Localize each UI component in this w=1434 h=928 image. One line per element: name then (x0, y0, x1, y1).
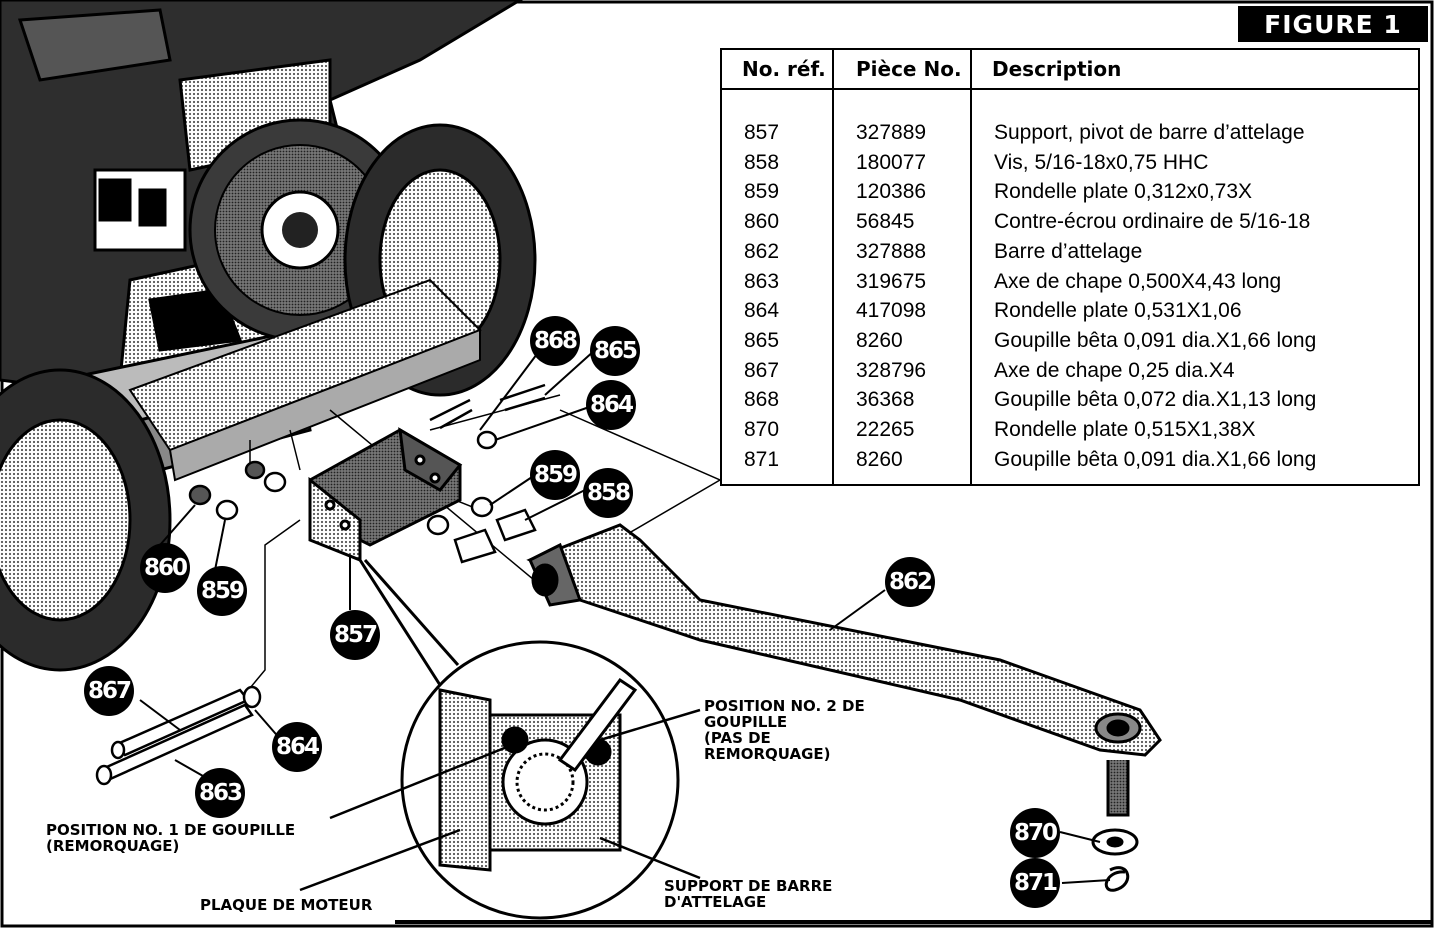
label-line: GOUPILLE (704, 713, 788, 731)
label-line: (REMORQUAGE) (46, 837, 180, 855)
table-cell-part: 319675 (856, 269, 927, 293)
callout-864: 864 (272, 722, 322, 772)
callout-860: 860 (140, 543, 190, 593)
table-cell-part: 417098 (856, 299, 927, 323)
table-cell-part: 328796 (856, 358, 927, 382)
table-cell-part: 327889 (856, 121, 927, 144)
label-pin-position-1: POSITION NO. 1 DE GOUPILLE (REMORQUAGE) (46, 822, 295, 854)
label-hitch-bracket: SUPPORT DE BARRE D'ATTELAGE (664, 878, 832, 910)
label-line: D'ATTELAGE (664, 893, 767, 911)
table-cell-desc: Rondelle plate 0,515X1,38X (994, 418, 1256, 441)
callout-859: 859 (197, 566, 247, 616)
table-cell-ref: 857 (744, 121, 780, 144)
table-header: No. réf. Pièce No. Description (722, 50, 1418, 90)
table-cell-ref: 863 (744, 269, 780, 293)
table-cell-part: 327888 (856, 239, 927, 263)
callout-871: 871 (1010, 858, 1060, 908)
table-cell-desc: Vis, 5/16-18x0,75 HHC (994, 150, 1209, 174)
table-cell-desc: Axe de chape 0,25 dia.X4 (994, 358, 1235, 382)
table-cell-part: 56845 (856, 210, 915, 234)
table-cell-ref: 870 (744, 418, 780, 441)
callout-867: 867 (84, 666, 134, 716)
hitch-bar (526, 523, 1162, 892)
header-ref: No. réf. (742, 57, 826, 81)
table-cell-desc: Support, pivot de barre d’attelage (994, 121, 1305, 144)
table-cell-desc: Rondelle plate 0,312x0,73X (994, 180, 1253, 204)
callout-857: 857 (330, 610, 380, 660)
table-cell-ref: 858 (744, 150, 780, 174)
table-cell-desc: Goupille bêta 0,091 dia.X1,66 long (994, 447, 1317, 471)
callout-862: 862 (885, 557, 935, 607)
table-cell-ref: 864 (744, 299, 780, 323)
label-line: (PAS DE (704, 729, 771, 747)
label-line: POSITION NO. 1 DE GOUPILLE (46, 821, 296, 839)
table-cell-part: 180077 (856, 150, 927, 174)
table-cell-ref: 871 (744, 447, 780, 471)
table-cell-ref: 868 (744, 388, 780, 412)
figure-title: FIGURE 1 (1238, 6, 1428, 42)
label-line: PLAQUE DE MOTEUR (200, 896, 373, 914)
table-cell-desc: Barre d’attelage (994, 239, 1143, 263)
table-cell-desc: Contre-écrou ordinaire de 5/16-18 (994, 210, 1311, 234)
hitch-bracket (308, 427, 463, 563)
callout-858: 858 (583, 468, 633, 518)
label-pin-position-2: POSITION NO. 2 DE GOUPILLE (PAS DE REMOR… (704, 698, 865, 762)
column-divider (970, 50, 972, 484)
engine-plate (128, 278, 482, 482)
table-cell-ref: 862 (744, 239, 780, 263)
callout-864: 864 (586, 380, 636, 430)
label-line: SUPPORT DE BARRE (664, 877, 833, 895)
callout-863: 863 (195, 768, 245, 818)
table-cell-ref: 867 (744, 358, 780, 382)
table-cell-desc: Rondelle plate 0,531X1,06 (994, 299, 1242, 323)
detail-circle (299, 559, 701, 920)
callout-865: 865 (590, 326, 640, 376)
table-cell-ref: 860 (744, 210, 780, 234)
table-cell-ref: 865 (744, 328, 780, 352)
table-cell-part: 8260 (856, 447, 903, 471)
table-cell-part: 22265 (856, 418, 915, 441)
label-line: POSITION NO. 2 DE (704, 697, 865, 715)
parts-table: No. réf. Pièce No. Description 857 327889… (720, 48, 1420, 486)
table-cell-part: 120386 (856, 180, 927, 204)
column-divider (832, 50, 834, 484)
callout-859: 859 (530, 450, 580, 500)
callout-868: 868 (530, 316, 580, 366)
table-cell-part: 8260 (856, 328, 903, 352)
table-cell-desc: Goupille bêta 0,091 dia.X1,66 long (994, 328, 1317, 352)
label-line: REMORQUAGE) (704, 745, 831, 763)
callout-870: 870 (1010, 808, 1060, 858)
header-description: Description (992, 57, 1122, 81)
hardware (95, 383, 546, 786)
table-cell-desc: Goupille bêta 0,072 dia.X1,13 long (994, 388, 1317, 412)
table-cell-ref: 859 (744, 180, 780, 204)
table-cell-desc: Axe de chape 0,500X4,43 long (994, 269, 1282, 293)
table-cell-part: 36368 (856, 388, 915, 412)
label-engine-plate: PLAQUE DE MOTEUR (200, 897, 372, 913)
header-part: Pièce No. (856, 57, 962, 81)
